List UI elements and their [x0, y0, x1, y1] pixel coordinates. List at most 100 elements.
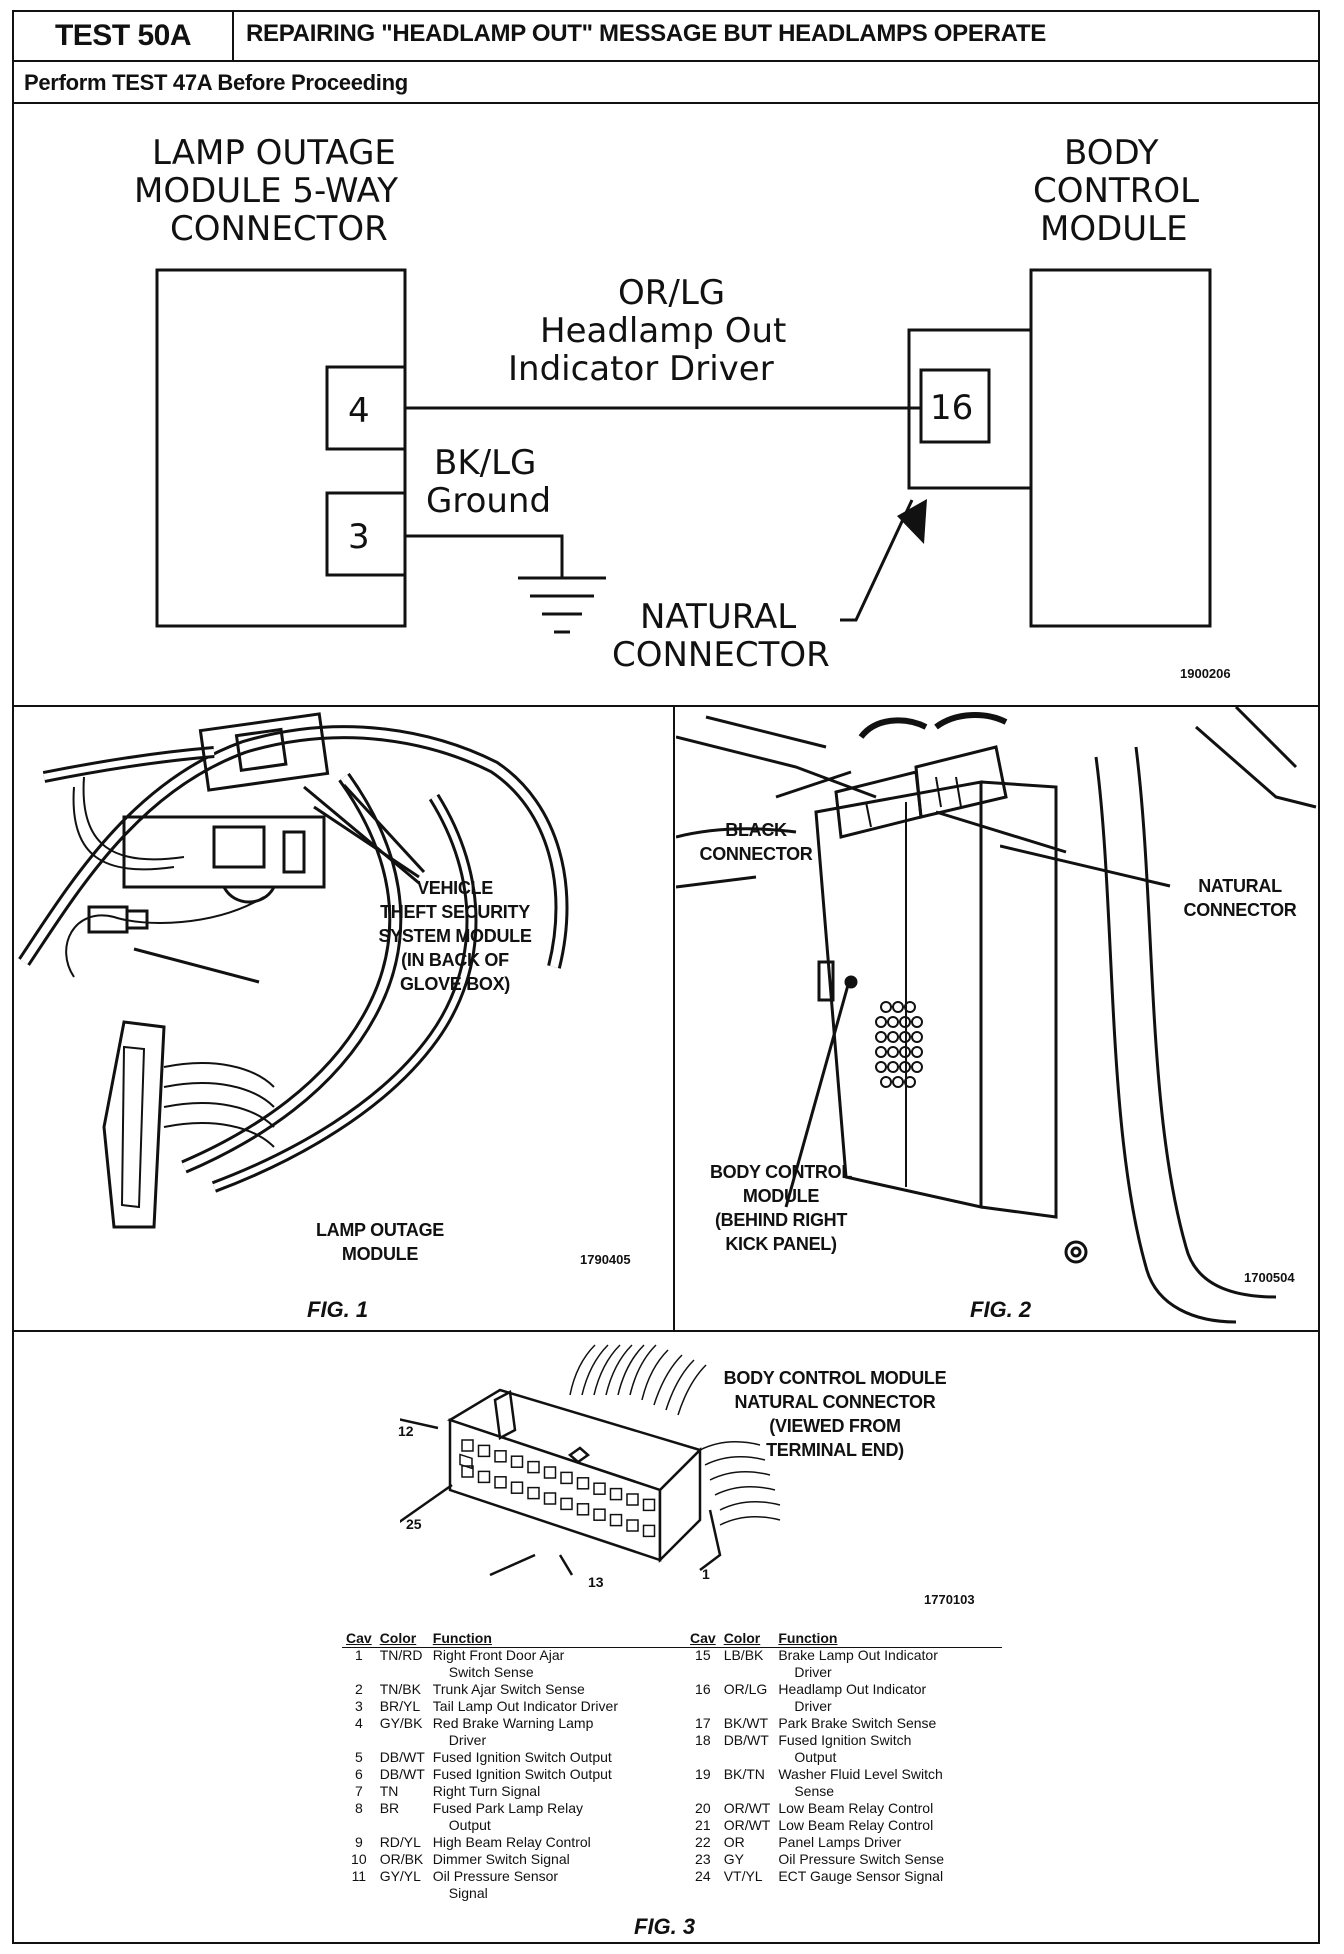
cell-color: GY/BK	[379, 1715, 423, 1731]
test-id: TEST 50A	[12, 10, 234, 62]
right-module-label-1: BODY	[1064, 133, 1159, 173]
wire-1-name-2: Indicator Driver	[508, 349, 774, 389]
fig3-connector-illustration	[400, 1344, 781, 1577]
cell-cav: 23	[695, 1851, 711, 1867]
cell-cav: 21	[695, 1817, 711, 1833]
cell-cav: 3	[354, 1698, 363, 1714]
cell-cav: 18	[695, 1732, 711, 1748]
right-module-label-2: CONTROL	[1033, 171, 1199, 211]
function-text: Washer Fluid Level Switch	[778, 1766, 943, 1782]
function-text: Red Brake Warning Lamp	[432, 1715, 594, 1731]
function-text: Oil Pressure Switch Sense	[778, 1851, 945, 1867]
function-text: Brake Lamp Out Indicator	[778, 1647, 938, 1663]
function-cont-text: Driver	[448, 1732, 487, 1748]
wire-2-name: Ground	[426, 481, 551, 521]
cell-color: OR/WT	[723, 1817, 771, 1833]
cell-function: ECT Gauge Sensor Signal	[774, 1868, 948, 1885]
fig1-callout-lamp-outage-module: LAMP OUTAGE MODULE	[315, 1220, 445, 1264]
function-text: Right Front Door Ajar	[432, 1647, 565, 1663]
cell-color: GY	[723, 1851, 744, 1867]
cavity	[609, 1487, 623, 1501]
wire-1-color: OR/LG	[618, 273, 725, 313]
function-cont-text: Driver	[794, 1664, 832, 1680]
cell-function: Trunk Ajar Switch Sense	[429, 1681, 622, 1698]
col-cav: Cav	[346, 1630, 372, 1646]
fig2-figure-id: 1700504	[1244, 1270, 1295, 1285]
cell-cav: 9	[354, 1834, 363, 1850]
cell-function: High Beam Relay Control	[429, 1834, 622, 1851]
cavity	[642, 1524, 656, 1538]
natural-connector-label-2: CONNECTOR	[612, 635, 830, 675]
table-row: 3 BR/YL Tail Lamp Out Indicator Driver	[342, 1698, 622, 1715]
cell-function: Dimmer Switch Signal	[429, 1851, 622, 1868]
cell-color: BR/YL	[379, 1698, 421, 1714]
cell-cav: 8	[354, 1800, 363, 1816]
fig3-pin-25: 25	[406, 1516, 422, 1532]
cell-color: OR/BK	[379, 1851, 424, 1867]
function-text: Panel Lamps Driver	[778, 1834, 902, 1850]
function-text: Fused Park Lamp Relay	[432, 1800, 583, 1816]
cell-cav: 17	[695, 1715, 711, 1731]
cavity	[626, 1519, 639, 1532]
body-control-module-box	[1029, 268, 1212, 628]
cell-function: Tail Lamp Out Indicator Driver	[429, 1698, 622, 1715]
pin-4-label: 4	[348, 391, 370, 431]
fig3-pin-13: 13	[588, 1574, 604, 1590]
table-rule	[342, 1647, 1002, 1648]
cell-function: Low Beam Relay Control	[774, 1817, 948, 1834]
cavity	[560, 1497, 573, 1511]
fig3-label: FIG. 3	[634, 1914, 696, 1939]
cell-color: TN/RD	[379, 1647, 423, 1663]
cell-cav: 10	[351, 1851, 367, 1867]
fig2-callout-natural-connector: NATURAL CONNECTOR	[1183, 876, 1297, 920]
function-text: Fused Ignition Switch Output	[432, 1749, 612, 1765]
left-module-label-3: CONNECTOR	[170, 209, 388, 249]
fig2-callout-black-connector: BLACK CONNECTOR	[699, 820, 813, 864]
table-row: 23 GY Oil Pressure Switch Sense	[686, 1851, 948, 1868]
pin-3-box	[325, 491, 407, 577]
cell-function: Panel Lamps Driver	[774, 1834, 948, 1851]
cell-cav: 5	[354, 1749, 363, 1765]
fig3-pin-12: 12	[398, 1423, 414, 1439]
divider-fig1-fig2	[673, 705, 675, 1330]
function-cont-text: Sense	[794, 1783, 835, 1799]
cell-color: DB/WT	[379, 1766, 425, 1782]
cell-cav: 16	[695, 1681, 711, 1697]
cavity	[576, 1503, 590, 1516]
cell-cav: 22	[695, 1834, 711, 1850]
wire-1-name-1: Headlamp Out	[540, 311, 786, 351]
page-title: REPAIRING "HEADLAMP OUT" MESSAGE BUT HEA…	[234, 10, 1320, 62]
cell-cav: 24	[695, 1868, 711, 1884]
cell-function: Low Beam Relay Control	[774, 1800, 948, 1817]
table-row: 22 OR Panel Lamps Driver	[686, 1834, 948, 1851]
cell-cav: 15	[695, 1647, 711, 1663]
cell-function: Oil Pressure Switch Sense	[774, 1851, 948, 1868]
col-function: Function	[778, 1630, 838, 1646]
function-text: Trunk Ajar Switch Sense	[432, 1681, 585, 1697]
fig2-illustration	[676, 707, 1317, 1324]
function-cont-text: Signal	[448, 1885, 488, 1901]
cell-cav: 6	[354, 1766, 363, 1782]
cell-color: OR	[723, 1834, 745, 1850]
fig2-callout-bcm: BODY CONTROL MODULE (BEHIND RIGHT KICK P…	[709, 1162, 853, 1254]
cell-color: OR/WT	[723, 1800, 771, 1816]
function-cont-text: Driver	[794, 1698, 832, 1714]
fig2-label: FIG. 2	[970, 1297, 1032, 1322]
table-row: 10 OR/BK Dimmer Switch Signal	[342, 1851, 622, 1868]
pin-16-box	[919, 368, 991, 444]
